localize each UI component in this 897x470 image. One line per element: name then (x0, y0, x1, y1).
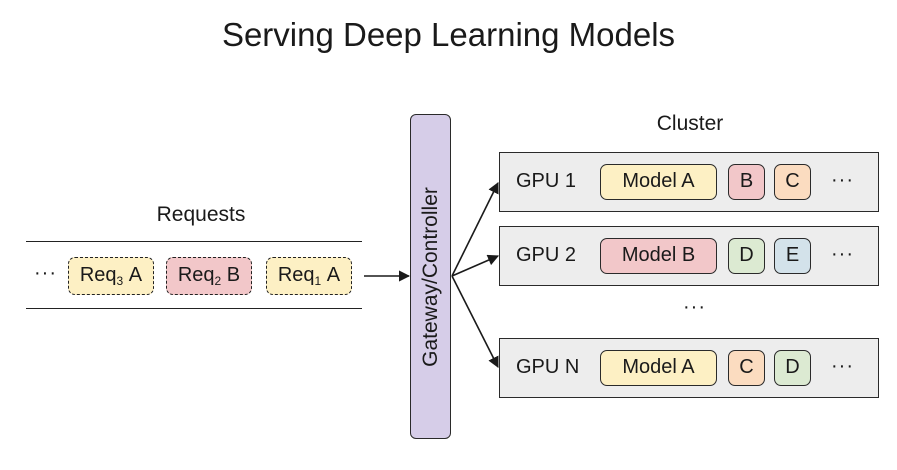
gpu-more-ellipsis: ··· (831, 355, 854, 377)
request-model: A (128, 264, 143, 286)
gpu-between-ellipsis: ··· (683, 296, 706, 318)
queue-ellipsis: ··· (34, 262, 57, 284)
gpu-more-ellipsis: ··· (831, 243, 854, 265)
request-item: Req1 A (266, 257, 352, 295)
requests-label: Requests (156, 203, 246, 226)
request-queue: ··· Req3 A Req2 B Req1 A (26, 241, 362, 309)
gpu-row: GPU 1 Model A B C ··· (499, 152, 879, 212)
arrow-gateway-to-gpu-n (451, 275, 499, 368)
gateway-label: Gateway/Controller (418, 186, 442, 367)
model-block: D (728, 238, 765, 274)
gpu-name: GPU 2 (516, 244, 577, 266)
gpu-name: GPU N (516, 356, 580, 378)
gpu-more-ellipsis: ··· (831, 169, 854, 191)
request-model: B (226, 264, 241, 286)
gpu-name: GPU 1 (516, 170, 577, 192)
gateway-controller: Gateway/Controller (410, 114, 451, 439)
gpu-row: GPU 2 Model B D E ··· (499, 226, 879, 286)
model-block: E (774, 238, 811, 274)
arrow-gateway-to-gpu-1 (451, 181, 499, 277)
cluster-label: Cluster (656, 112, 724, 135)
request-index: 3 (116, 274, 124, 288)
model-block: B (728, 164, 765, 200)
arrow-gateway-to-gpu-2 (451, 254, 500, 277)
request-name: Req (79, 264, 117, 286)
model-block: D (774, 350, 811, 386)
request-name: Req (277, 264, 315, 286)
model-block: Model A (600, 350, 717, 386)
request-item: Req3 A (68, 257, 154, 295)
model-block: Model A (600, 164, 717, 200)
request-name: Req (177, 264, 215, 286)
model-block: C (728, 350, 765, 386)
request-item: Req2 B (166, 257, 252, 295)
diagram-title: Serving Deep Learning Models (221, 16, 676, 53)
request-model: A (326, 264, 341, 286)
model-block: C (774, 164, 811, 200)
request-index: 1 (314, 274, 322, 288)
model-block: Model B (600, 238, 717, 274)
request-index: 2 (214, 274, 222, 288)
gpu-row: GPU N Model A C D ··· (499, 338, 879, 398)
